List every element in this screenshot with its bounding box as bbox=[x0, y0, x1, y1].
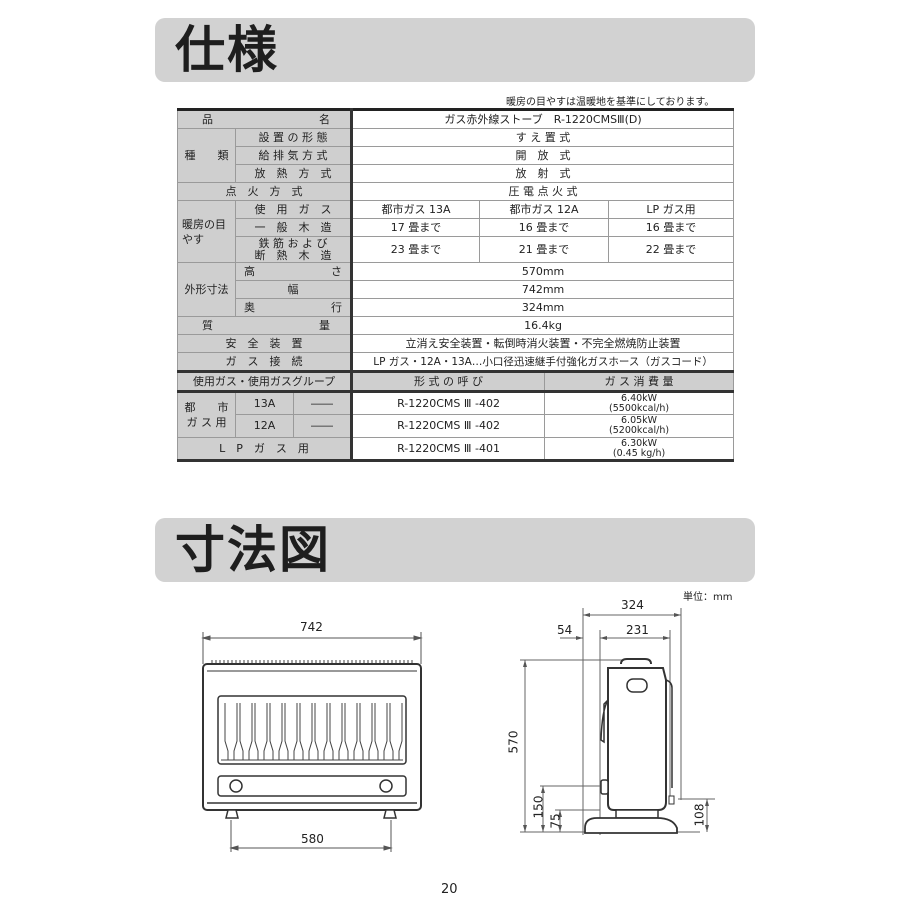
model-13a: R-1220CMS Ⅲ -402 bbox=[351, 390, 546, 415]
row-heat-type: 放 熱 方 式 放 射 式 bbox=[178, 164, 735, 183]
label: 高 bbox=[244, 264, 255, 278]
consumption-12a: 6.05kW(5200kcal/h) bbox=[544, 414, 735, 438]
wood-lp: 16 畳まで bbox=[608, 218, 735, 237]
leg-span-dimension: 580 bbox=[301, 832, 324, 846]
concrete-13a: 23 畳まで bbox=[351, 236, 481, 263]
label: 行 bbox=[331, 300, 343, 314]
row-ignition: 点 火 方 式 圧 電 点 火 式 bbox=[176, 182, 735, 201]
city-gas-line2: ガ ス 用 bbox=[186, 416, 227, 429]
row-install-type: 種 類 設 置 の 形 態 す え 置 式 bbox=[177, 128, 735, 183]
spec-section-banner: 仕様 bbox=[155, 18, 755, 82]
unit-label: 単位：mm bbox=[683, 592, 733, 603]
label: 量 bbox=[319, 318, 331, 332]
kg-value: (0.45 kg/h) bbox=[612, 447, 666, 459]
group-12a: 12A bbox=[235, 414, 294, 438]
row-13a: 都 市ガ ス 用 13A ―― R-1220CMS Ⅲ -402 6.40kW(… bbox=[177, 390, 735, 438]
mass-value: 16.4kg bbox=[351, 316, 735, 335]
heat-type-label: 放 熱 方 式 bbox=[234, 164, 354, 183]
gas-group-header: 使用ガス・使用ガスグループ bbox=[176, 370, 354, 392]
gas-connection-label: ガ ス 接 続 bbox=[176, 352, 354, 372]
kw-value: 6.30kW bbox=[621, 437, 658, 449]
row-gas-connection: ガ ス 接 続 LP ガス・12A・13A…小口径迅速継手付強化ガスホース（ガス… bbox=[176, 352, 735, 372]
model-header: 形 式 の 呼 び bbox=[351, 370, 546, 392]
heating-basis-note: 暖房の目やすは温暖地を基準にしております。 bbox=[506, 97, 715, 108]
dimensions-label: 外形寸法 bbox=[177, 262, 236, 317]
row-gas-types: 暖房の目やす 使 用 ガ ス 都市ガス 13A 都市ガス 12A LP ガス用 bbox=[177, 200, 735, 263]
dimension-section-banner: 寸法図 bbox=[155, 518, 755, 582]
label: 奥 bbox=[244, 300, 255, 314]
spec-table: 品名 ガス赤外線ストーブ R-1220CMSⅢ(D) 種 類 設 置 の 形 態… bbox=[176, 108, 735, 462]
row-12a: 12A ―― R-1220CMS Ⅲ -402 6.05kW(5200kcal/… bbox=[178, 414, 735, 438]
concrete-label-line2: 断 熱 木 造 bbox=[254, 248, 332, 262]
height-75-dimension: 75 bbox=[548, 813, 563, 829]
label: 質 bbox=[202, 318, 213, 332]
consumption-13a: 6.40kW(5500kcal/h) bbox=[544, 390, 735, 415]
front-width-dimension: 742 bbox=[300, 620, 323, 634]
concrete-label-line1: 鉄 筋 お よ び bbox=[258, 236, 328, 250]
side-height-dimension: 570 bbox=[506, 730, 521, 754]
row-lp: L P ガ ス 用 R-1220CMS Ⅲ -401 6.30kW(0.45 k… bbox=[176, 437, 735, 462]
label: 品 bbox=[202, 112, 213, 126]
side-depth-dimension: 324 bbox=[621, 598, 644, 612]
install-type-label: 設 置 の 形 態 bbox=[234, 128, 354, 147]
row-wood: 一 般 木 造 17 畳まで 16 畳まで 16 畳まで bbox=[178, 218, 735, 237]
height-108-dimension: 108 bbox=[692, 803, 707, 827]
spec-section-title: 仕様 bbox=[175, 21, 279, 79]
consumption-header: ガ ス 消 費 量 bbox=[544, 370, 735, 392]
page-number: 20 bbox=[441, 882, 458, 897]
city-gas-line1: 都 市 bbox=[184, 401, 229, 414]
concrete-label: 鉄 筋 お よ び断 熱 木 造 bbox=[234, 236, 354, 263]
consumption-lp: 6.30kW(0.45 kg/h) bbox=[544, 437, 735, 462]
gas-type-13a: 都市ガス 13A bbox=[351, 200, 481, 219]
type-label: 種 類 bbox=[177, 128, 236, 183]
body-depth-dimension: 231 bbox=[626, 623, 649, 637]
kcal-value: (5500kcal/h) bbox=[609, 402, 670, 414]
safety-label: 安 全 装 置 bbox=[176, 334, 354, 353]
gas-used-label: 使 用 ガ ス bbox=[234, 200, 354, 219]
label: さ bbox=[331, 264, 343, 278]
concrete-lp: 22 畳まで bbox=[608, 236, 735, 263]
row-gas-header: 使用ガス・使用ガスグループ 形 式 の 呼 び ガ ス 消 費 量 bbox=[176, 370, 735, 392]
ignition-label: 点 火 方 式 bbox=[176, 182, 354, 201]
city-gas-label: 都 市ガ ス 用 bbox=[177, 390, 236, 438]
row-concrete: 鉄 筋 お よ び断 熱 木 造 23 畳まで 21 畳まで 22 畳まで bbox=[178, 236, 735, 263]
kw-value: 6.40kW bbox=[621, 392, 658, 404]
dash-12a: ―― bbox=[292, 414, 354, 438]
lp-label: L P ガ ス 用 bbox=[176, 437, 354, 462]
gas-connection-value: LP ガス・12A・13A…小口径迅速継手付強化ガスホース（ガスコード） bbox=[351, 352, 735, 372]
group-13a: 13A bbox=[235, 390, 294, 415]
heating-guide-label: 暖房の目やす bbox=[177, 200, 236, 263]
offset-dimension: 54 bbox=[557, 623, 573, 637]
row-mass: 質 量 16.4kg bbox=[176, 316, 735, 335]
label: 名 bbox=[319, 112, 331, 126]
height-150-dimension: 150 bbox=[531, 795, 546, 819]
dimension-section-title: 寸法図 bbox=[175, 521, 331, 579]
kcal-value: (5200kcal/h) bbox=[609, 425, 670, 436]
kw-value: 6.05kW bbox=[621, 415, 658, 426]
